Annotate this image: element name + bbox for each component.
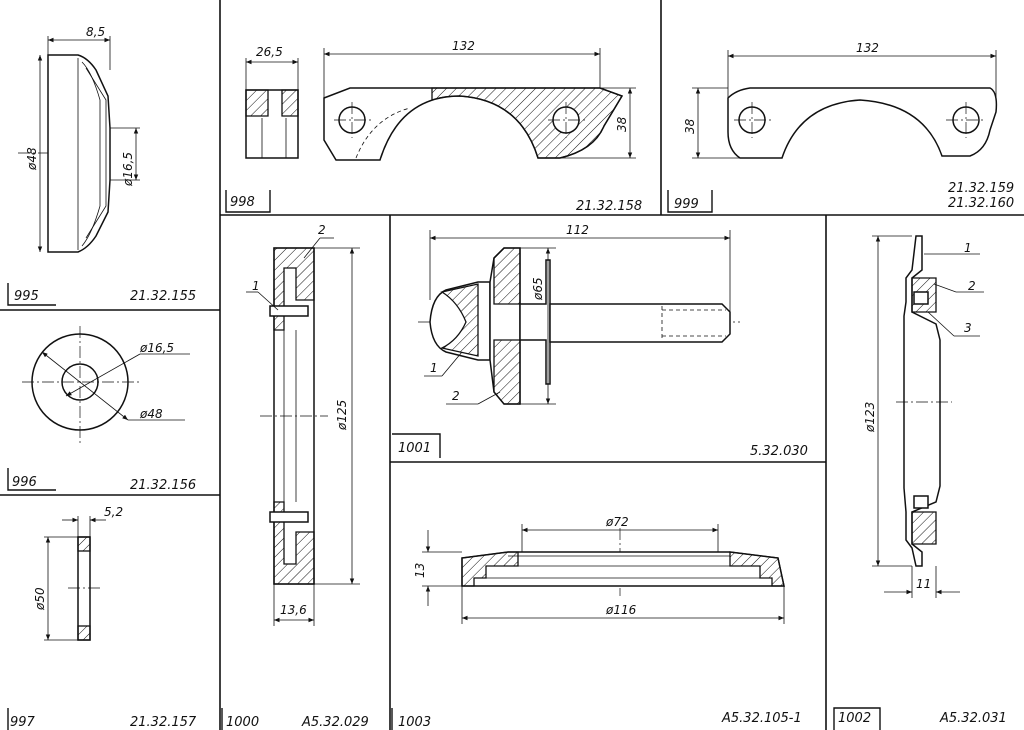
dim-995-width: 8,5 — [86, 25, 105, 39]
panel-999-id: 999 — [674, 197, 699, 212]
callout-1000-2: 2 — [318, 223, 326, 237]
dim-1000-dia: ø125 — [335, 400, 349, 431]
dim-997-dia: ø50 — [33, 587, 47, 611]
callout-1002-1: 1 — [964, 241, 972, 255]
dim-1001-dia: ø65 — [531, 277, 545, 301]
dim-996-inner-dia: ø16,5 — [139, 341, 174, 355]
panel-1000: ø125 13,6 1 2 1000 A5.32.029 — [221, 223, 369, 730]
dim-998-length: 132 — [452, 39, 475, 53]
dim-1003-height: 13 — [413, 563, 427, 578]
panel-998-code: 21.32.158 — [576, 199, 642, 214]
dim-999-length: 132 — [856, 41, 879, 55]
callout-1001-2: 2 — [452, 389, 460, 403]
panel-999-code-2: 21.32.160 — [948, 196, 1014, 211]
dim-996-outer-dia: ø48 — [139, 407, 163, 421]
dim-998-width: 26,5 — [256, 45, 283, 59]
panel-1002-id: 1002 — [838, 711, 871, 726]
panel-996-id: 996 — [12, 475, 37, 490]
callout-1001-1: 1 — [430, 361, 438, 375]
panel-999: 132 38 999 21.32.159 21.32.160 — [667, 41, 1014, 213]
panel-1000-code: A5.32.029 — [301, 715, 369, 730]
dim-995-inner-dia: ø16,5 — [121, 152, 135, 187]
panel-1001-code: 5.32.030 — [750, 444, 808, 459]
panel-1001: 112 ø65 1 2 1001 5.32.030 — [392, 223, 808, 459]
dim-995-outer-dia: ø48 — [25, 147, 39, 171]
panel-1000-id: 1000 — [226, 715, 259, 730]
panel-995-id: 995 — [14, 289, 39, 304]
panel-1003-code: A5.32.105-1 — [721, 711, 802, 726]
panel-996-code: 21.32.156 — [130, 478, 196, 493]
panel-1002-code: A5.32.031 — [939, 711, 1007, 726]
dim-1001-length: 112 — [566, 223, 589, 237]
callout-1002-2: 2 — [968, 279, 976, 293]
dim-1003-outer-dia: ø116 — [605, 603, 637, 617]
dim-998-height: 38 — [615, 116, 629, 132]
dim-997-width: 5,2 — [104, 505, 123, 519]
panel-997-code: 21.32.157 — [130, 715, 197, 730]
panel-997: 5,2 ø50 997 21.32.157 — [7, 505, 197, 730]
dim-1003-inner-dia: ø72 — [605, 515, 629, 529]
panel-997-id: 997 — [10, 715, 36, 730]
callout-1000-1: 1 — [252, 279, 260, 293]
panel-999-code: 21.32.159 — [948, 181, 1014, 196]
dim-1002-width: 11 — [916, 577, 931, 591]
panel-1003-id: 1003 — [398, 715, 431, 730]
dim-1000-width: 13,6 — [280, 603, 307, 617]
panel-998-id: 998 — [230, 195, 255, 210]
dim-999-height: 38 — [683, 118, 697, 134]
panel-995: 8,5 ø48 ø16,5 995 21.32.155 — [7, 25, 196, 306]
panel-995-code: 21.32.155 — [130, 289, 196, 304]
panel-1002: ø123 11 1 2 3 1002 A5.32.031 — [833, 235, 1007, 730]
panel-1003: ø72 13 ø116 1003 A5.32.105-1 — [391, 515, 802, 730]
panel-998: 26,5 132 38 998 21.32.158 — [225, 39, 642, 214]
panel-996: ø16,5 ø48 996 21.32.156 — [7, 326, 196, 493]
panel-1001-id: 1001 — [398, 441, 431, 456]
dim-1002-dia: ø123 — [863, 402, 877, 433]
callout-1002-3: 3 — [964, 321, 972, 335]
